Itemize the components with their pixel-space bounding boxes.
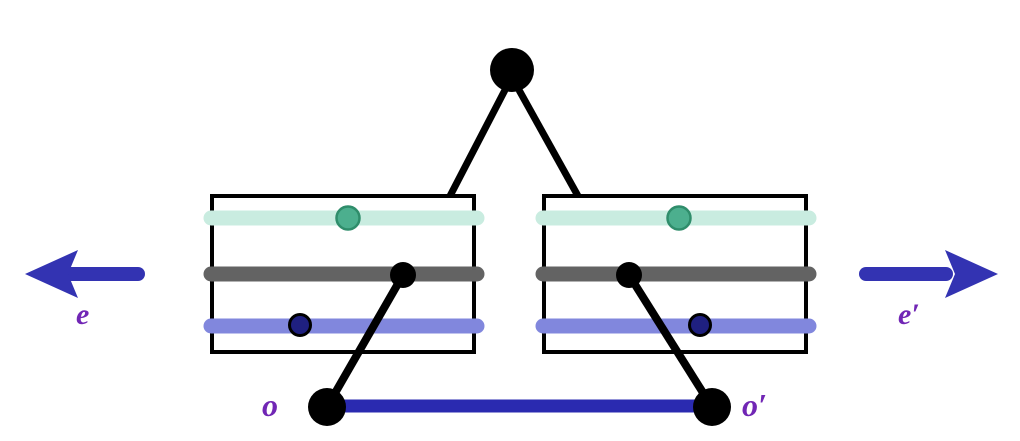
right-box-group <box>535 194 817 354</box>
left-arrow-label: e <box>76 298 90 331</box>
diagonal-edge-group <box>323 272 716 410</box>
left-navy-dot[interactable] <box>288 313 312 337</box>
left-box-group <box>203 194 485 354</box>
left-arrow-head <box>25 250 78 298</box>
left-origin-node[interactable] <box>308 388 346 426</box>
left-arrow-icon[interactable] <box>25 250 145 298</box>
right-origin-label: o′ <box>742 387 767 423</box>
right-navy-dot[interactable] <box>688 313 712 337</box>
left-diagonal-edge <box>323 273 407 409</box>
right-diagonal-edge <box>625 272 716 410</box>
right-arrow-icon[interactable] <box>859 250 998 298</box>
right-origin-node[interactable] <box>693 388 731 426</box>
right-arrow-head <box>945 250 998 298</box>
root-to-right-box-edge <box>515 88 582 198</box>
left-origin-label: o <box>262 387 278 423</box>
root-node[interactable] <box>490 48 534 92</box>
right-black-node[interactable] <box>616 262 642 288</box>
tree-edge-group <box>446 88 582 198</box>
right-green-dot[interactable] <box>666 205 692 231</box>
right-arrow-label: e′ <box>898 298 920 331</box>
left-green-dot[interactable] <box>335 205 361 231</box>
left-black-node[interactable] <box>390 262 416 288</box>
root-to-left-box-edge <box>446 88 509 198</box>
